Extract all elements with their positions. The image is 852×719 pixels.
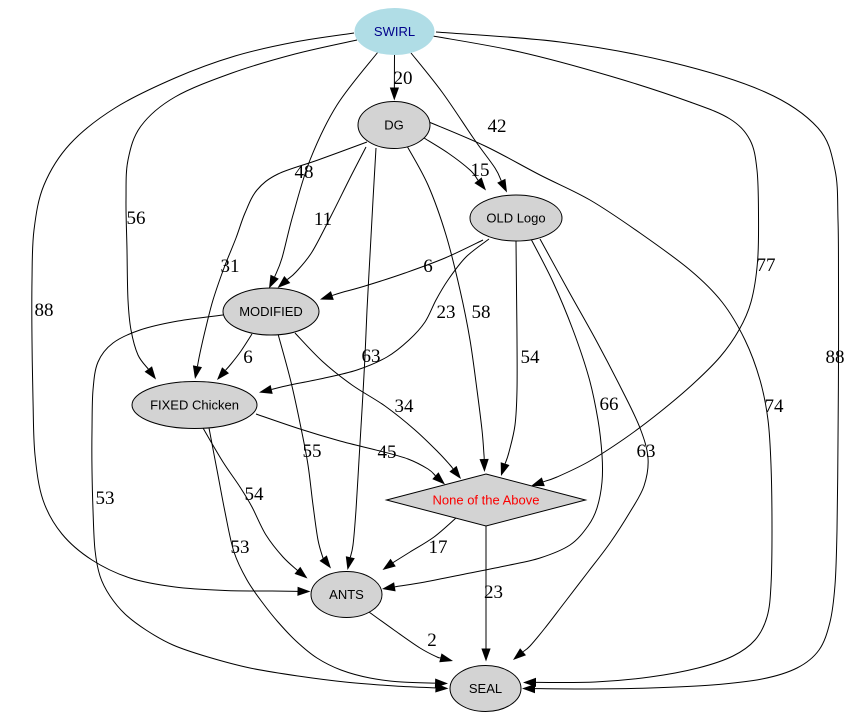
node-label-swirl: SWIRL [374, 24, 415, 39]
edge-weight-mod-nota: 34 [395, 396, 415, 417]
arrowhead-mod-fix [217, 367, 229, 380]
edge-swirl-ants [31, 32, 355, 592]
edge-weight-swirl-ants: 88 [35, 300, 54, 321]
arrowhead-swirl-seal [522, 684, 535, 694]
arrowhead-nota-ants [382, 558, 396, 570]
node-shape-seal [449, 665, 522, 712]
edge-old-mod [332, 239, 484, 296]
edge-weight-dg-mod: 11 [314, 209, 332, 230]
node-label-fix: FIXED Chicken [150, 398, 239, 413]
edge-old-fix [271, 238, 490, 390]
arrowhead-swirl-mod [269, 274, 279, 289]
edge-mod-fix [225, 333, 253, 371]
arrowhead-old-fix [259, 385, 273, 394]
edge-weight-dg-ants: 63 [362, 346, 381, 367]
edge-old-seal [522, 238, 649, 653]
arrowhead-dg-nota [479, 458, 489, 472]
node-label-nota: None of the Above [433, 493, 540, 508]
edge-dg-ants [349, 147, 377, 558]
edge-weight-old-seal: 63 [637, 441, 656, 462]
arrowhead-fix-nota [432, 472, 445, 485]
node-shape-old [469, 194, 563, 242]
edge-weight-dg-nota: 58 [472, 302, 491, 323]
arrowhead-mod-ants [319, 555, 331, 569]
node-label-old: OLD Logo [486, 211, 545, 226]
edge-weight-ants-seal: 2 [427, 630, 437, 651]
arrowhead-dg-fix [192, 365, 202, 379]
edge-swirl-seal [435, 31, 840, 690]
edge-weight-mod-fix: 6 [243, 347, 253, 368]
edge-dg-seal [428, 121, 773, 684]
edge-mod-seal [91, 314, 436, 689]
edge-ants-seal [368, 611, 441, 659]
arrowhead-swirl-dg [389, 87, 399, 101]
edge-weight-old-ants: 66 [600, 394, 619, 415]
node-shape-dg [357, 101, 431, 149]
node-shape-mod [222, 287, 320, 336]
arrowhead-fix-ants [294, 566, 308, 579]
edge-weight-swirl-dg: 20 [394, 68, 413, 89]
edge-weight-mod-ants: 55 [303, 441, 322, 462]
edge-weight-swirl-old: 42 [488, 116, 507, 137]
edge-weight-old-mod: 6 [423, 256, 433, 277]
edge-old-ants [394, 238, 604, 588]
arrowhead-old-nota [500, 462, 510, 476]
arrowhead-ants-seal [439, 653, 453, 663]
arrowhead-old-ants [382, 582, 396, 592]
node-label-seal: SEAL [469, 681, 502, 696]
edge-weight-fix-nota: 45 [378, 442, 397, 463]
edge-old-nota [504, 240, 518, 464]
edge-fix-nota [255, 413, 436, 477]
edge-fix-ants [202, 427, 299, 572]
edge-dg-old [423, 137, 479, 181]
edge-weight-dg-old: 15 [471, 160, 490, 181]
edge-weight-dg-fix: 31 [221, 256, 240, 277]
arrowhead-old-seal [513, 648, 526, 660]
arrowhead-dg-seal [523, 677, 536, 687]
edge-weight-fix-seal: 53 [231, 537, 250, 558]
arrowhead-old-mod [320, 291, 334, 300]
edge-weight-swirl-fix: 56 [127, 208, 146, 229]
node-label-mod: MODIFIED [239, 304, 303, 319]
edge-weight-nota-ants: 17 [429, 537, 448, 558]
edge-mod-nota [294, 332, 454, 470]
edge-weight-swirl-nota: 77 [757, 255, 776, 276]
edge-weight-mod-seal: 53 [96, 488, 115, 509]
arrowhead-dg-mod [277, 276, 291, 288]
arrowhead-swirl-fix [144, 366, 156, 380]
edge-weight-nota-seal: 23 [484, 582, 503, 603]
node-label-dg: DG [384, 118, 404, 133]
edge-mod-ants [277, 333, 324, 560]
edge-dg-mod [287, 146, 367, 280]
edge-weight-dg-seal: 74 [765, 396, 785, 417]
arrowhead-dg-ants [345, 556, 355, 570]
node-shape-fix [131, 381, 258, 429]
edge-weight-swirl-mod: 48 [295, 162, 314, 183]
edge-fix-seal [208, 427, 436, 684]
edge-swirl-old [410, 52, 502, 182]
arrowhead-swirl-nota [531, 477, 545, 487]
arrowhead-swirl-ants [297, 586, 311, 596]
edge-weight-swirl-seal: 88 [826, 347, 845, 368]
node-shape-ants [310, 571, 383, 618]
arrowhead-dg-old [474, 177, 486, 191]
node-shape-swirl [354, 8, 435, 55]
arrowhead-mod-nota [449, 465, 461, 479]
arrowhead-swirl-old [497, 178, 507, 193]
edge-swirl-nota [432, 35, 760, 483]
node-label-ants: ANTS [329, 587, 364, 602]
edge-dg-nota [406, 145, 485, 460]
edge-swirl-mod [273, 51, 379, 279]
edge-swirl-fix [125, 39, 358, 370]
edge-weight-old-fix: 23 [437, 302, 456, 323]
node-shape-nota [384, 473, 588, 527]
edge-dg-fix [196, 141, 368, 367]
edge-weight-fix-ants: 54 [245, 484, 265, 505]
edge-weight-old-nota: 54 [521, 347, 541, 368]
arrowhead-nota-seal [481, 648, 491, 662]
arrowhead-fix-seal [434, 678, 448, 688]
